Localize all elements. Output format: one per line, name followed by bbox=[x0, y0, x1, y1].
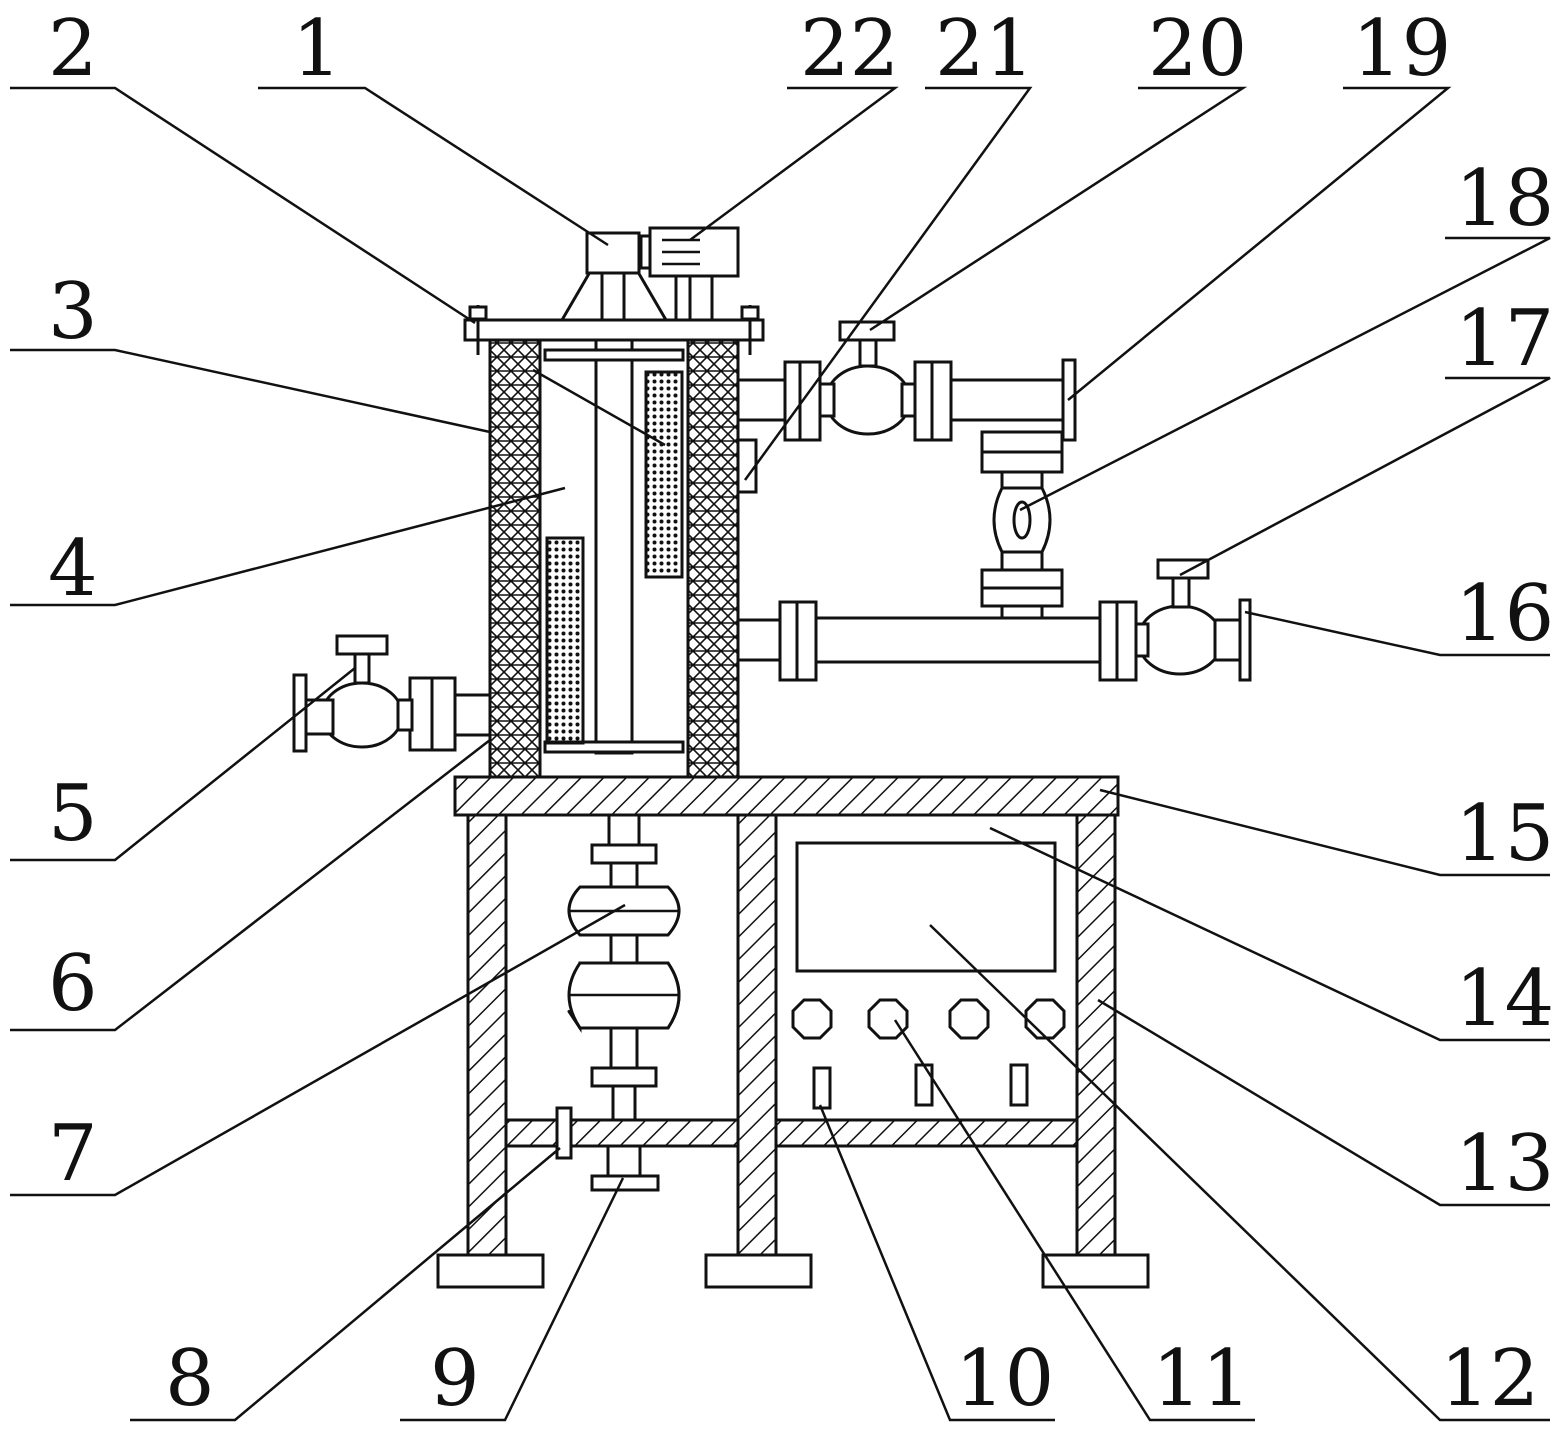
callout-12: 12 bbox=[1440, 1334, 1539, 1424]
shaft-bracket-top bbox=[543, 348, 685, 362]
gearbox-shaft bbox=[600, 271, 626, 322]
valve-handle-right bbox=[1156, 558, 1210, 580]
control-knob-1 bbox=[791, 998, 833, 1040]
switch-2 bbox=[914, 1063, 934, 1107]
pump-neck-top bbox=[609, 861, 639, 889]
display-screen bbox=[795, 841, 1057, 973]
filter-cartridge-lower bbox=[545, 536, 585, 745]
pump-waist bbox=[609, 933, 639, 965]
callout-5: 5 bbox=[48, 769, 98, 859]
leg-middle bbox=[736, 813, 778, 1257]
callout-22: 22 bbox=[800, 4, 899, 94]
level-gauge bbox=[736, 438, 758, 494]
valve-stem-left bbox=[353, 650, 371, 685]
callout-17: 17 bbox=[1455, 294, 1554, 384]
outer-wall-right bbox=[686, 338, 740, 779]
foot-right bbox=[1041, 1253, 1150, 1289]
filter-cartridge-upper bbox=[644, 370, 684, 579]
cross-brace-right bbox=[774, 1118, 1079, 1148]
switch-3 bbox=[1009, 1063, 1029, 1107]
callout-14: 14 bbox=[1455, 954, 1554, 1044]
callout-4: 4 bbox=[48, 524, 98, 614]
reactor-column bbox=[463, 226, 765, 779]
cross-brace-left bbox=[504, 1118, 740, 1148]
foot-left bbox=[436, 1253, 545, 1289]
pump-pipe-upper bbox=[607, 813, 641, 847]
leg-left bbox=[466, 813, 508, 1257]
leader-lines bbox=[10, 86, 1551, 1422]
table-top-plate bbox=[453, 775, 1120, 817]
callout-13: 13 bbox=[1455, 1119, 1554, 1209]
drain-outlet bbox=[606, 1144, 642, 1178]
drain-plate bbox=[590, 1174, 660, 1192]
callout-labels: 2 1 22 21 20 19 18 17 3 4 16 5 15 6 14 7… bbox=[48, 4, 1554, 1424]
control-knob-4 bbox=[1024, 998, 1066, 1040]
top-cover-plate bbox=[463, 318, 765, 342]
pump-outlet-pipe bbox=[611, 1084, 637, 1122]
switch-1 bbox=[812, 1066, 832, 1110]
middle-outlet-line bbox=[736, 558, 1252, 682]
leg-right bbox=[1075, 813, 1117, 1257]
middle-pipe bbox=[814, 616, 1102, 664]
callout-21: 21 bbox=[935, 4, 1034, 94]
callout-11: 11 bbox=[1152, 1334, 1251, 1424]
valve-handle-left bbox=[335, 634, 389, 656]
control-panel bbox=[791, 841, 1066, 1110]
callout-15: 15 bbox=[1455, 789, 1554, 879]
callout-7: 7 bbox=[48, 1109, 98, 1199]
callout-20: 20 bbox=[1148, 4, 1247, 94]
callout-9: 9 bbox=[430, 1334, 480, 1424]
sensor-probe bbox=[555, 1106, 573, 1160]
control-knob-3 bbox=[948, 998, 990, 1040]
gearbox bbox=[585, 231, 641, 275]
right-end-flange bbox=[1238, 598, 1252, 682]
control-knob-2 bbox=[867, 998, 909, 1040]
outer-wall-left bbox=[488, 338, 542, 779]
valve-body-upper bbox=[824, 364, 912, 436]
central-shaft bbox=[594, 338, 634, 755]
callout-8: 8 bbox=[165, 1334, 215, 1424]
vertical-connector bbox=[980, 430, 1064, 620]
callout-3: 3 bbox=[48, 267, 98, 357]
shaft-bracket-bottom bbox=[543, 740, 685, 754]
pump-neck-bottom bbox=[609, 1026, 639, 1070]
callout-18: 18 bbox=[1455, 154, 1554, 244]
pump-assembly bbox=[555, 813, 681, 1192]
upper-pipe bbox=[949, 378, 1065, 422]
valve-body-right bbox=[1136, 604, 1224, 676]
callout-10: 10 bbox=[955, 1334, 1054, 1424]
valve-handle-upper bbox=[838, 320, 896, 342]
table-frame bbox=[436, 775, 1150, 1289]
callout-6: 6 bbox=[48, 939, 98, 1029]
valve-stem-upper bbox=[858, 336, 878, 368]
callout-1: 1 bbox=[292, 4, 342, 94]
foot-middle bbox=[704, 1253, 813, 1289]
callout-16: 16 bbox=[1455, 569, 1554, 659]
pump-flange-bottom bbox=[590, 1066, 658, 1088]
callout-2: 2 bbox=[48, 4, 98, 94]
callout-19: 19 bbox=[1352, 4, 1451, 94]
upper-outlet-line bbox=[736, 320, 1077, 442]
valve-stem-right bbox=[1171, 575, 1191, 609]
pump-flange-top bbox=[590, 843, 658, 865]
